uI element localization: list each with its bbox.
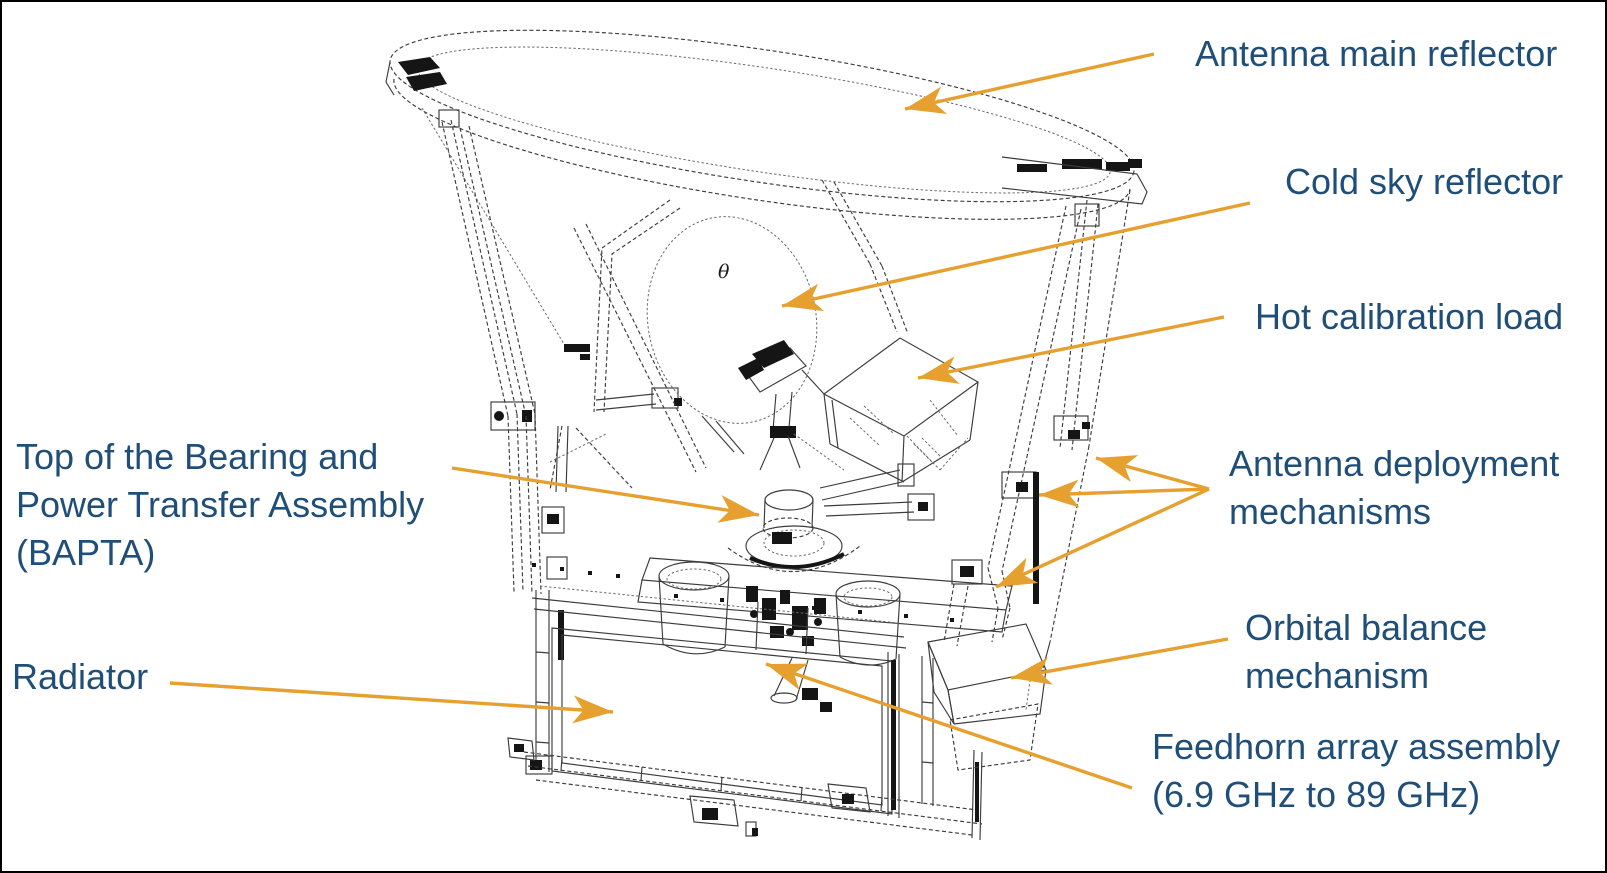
label-line: Cold sky reflector — [1285, 161, 1564, 202]
label-hot-calibration-load: Hot calibration load — [1255, 293, 1563, 341]
label-line: Antenna main reflector — [1195, 33, 1558, 74]
arrow-deployment-lower — [995, 487, 1210, 589]
left-struts-drawing — [421, 107, 682, 660]
label-line: Top of the Bearing and — [16, 436, 379, 477]
label-radiator: Radiator — [12, 653, 148, 701]
label-line: Orbital balance — [1245, 607, 1488, 648]
callout-arrows — [169, 52, 1251, 790]
label-antenna-main-reflector: Antenna main reflector — [1195, 30, 1557, 78]
center-struts-drawing — [573, 179, 909, 473]
label-feedhorn-array-assembly: Feedhorn array assembly (6.9 GHz to 89 G… — [1152, 723, 1560, 819]
main-reflector-drawing — [385, 29, 1148, 227]
arrow-feedhorn-array — [765, 662, 1133, 790]
theta-symbol: θ — [718, 261, 730, 283]
arrow-antenna-main-reflector — [904, 52, 1155, 115]
arrow-bapta — [451, 466, 760, 523]
radiator-drawing — [507, 585, 983, 841]
arrow-deployment-middle — [1038, 479, 1210, 508]
orbital-balance-drawing — [927, 607, 1047, 771]
label-line: Hot calibration load — [1255, 296, 1564, 337]
arrow-orbital-balance — [1010, 637, 1229, 685]
feedhorn-array-drawing — [532, 557, 1013, 712]
label-line: Radiator — [12, 656, 149, 697]
label-line: (6.9 GHz to 89 GHz) — [1152, 774, 1481, 815]
label-line: Antenna deployment — [1229, 443, 1560, 484]
cold-sky-reflector-drawing: θ — [646, 216, 818, 455]
label-line: mechanism — [1245, 655, 1430, 696]
label-line: (BAPTA) — [16, 532, 156, 573]
label-bapta: Top of the Bearing and Power Transfer As… — [16, 433, 424, 577]
bapta-drawing — [727, 340, 935, 573]
label-line: Feedhorn array assembly — [1152, 726, 1561, 767]
label-orbital-balance-mechanism: Orbital balance mechanism — [1245, 604, 1487, 700]
arrow-hot-calibration-load — [917, 315, 1225, 384]
label-line: mechanisms — [1229, 491, 1432, 532]
arrow-cold-sky-reflector — [781, 201, 1251, 312]
arrow-deployment-upper — [1095, 455, 1210, 491]
label-antenna-deployment-mechanisms: Antenna deployment mechanisms — [1229, 440, 1559, 536]
label-cold-sky-reflector: Cold sky reflector — [1285, 158, 1563, 206]
arrow-radiator — [169, 681, 614, 724]
hot-calibration-load-drawing — [801, 337, 980, 483]
label-line: Power Transfer Assembly — [16, 484, 425, 525]
